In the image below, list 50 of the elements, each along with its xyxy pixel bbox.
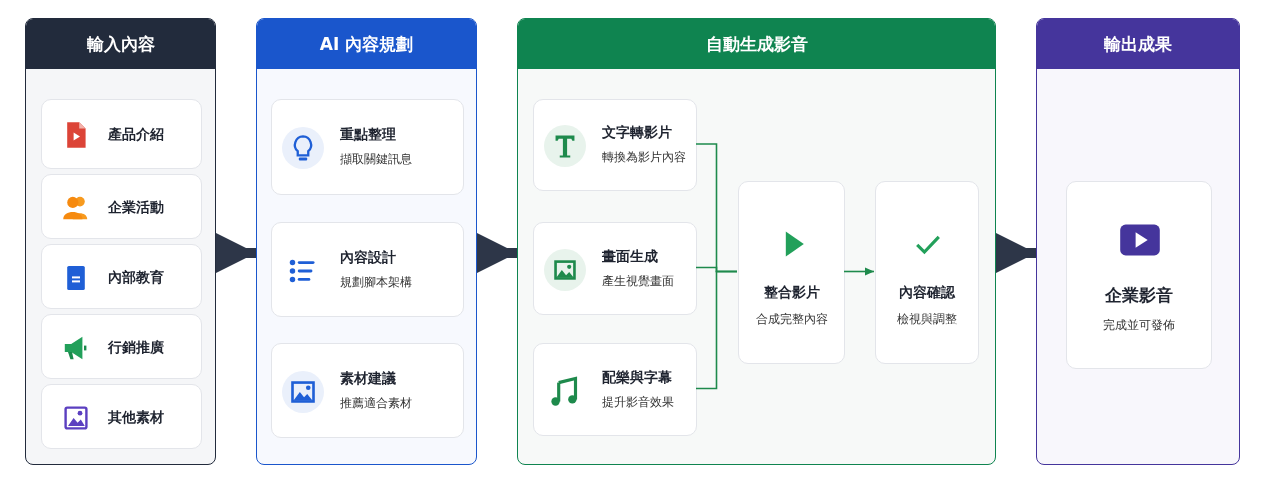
step-card (41, 314, 202, 379)
step-title: 整合影片 (762, 284, 821, 302)
step-title: 重點整理 (340, 126, 396, 144)
panel (517, 18, 996, 465)
block-arrow (477, 233, 517, 273)
step-subtitle: 規劃腳本架構 (340, 274, 412, 290)
panel (25, 18, 216, 465)
step-subtitle: 推薦適合素材 (340, 395, 412, 411)
step-card (41, 384, 202, 449)
step-card (875, 181, 979, 364)
step-subtitle: 擷取關鍵訊息 (340, 152, 412, 167)
item-label: 行銷推廣 (108, 338, 164, 357)
step-card (41, 244, 202, 309)
step-card (271, 343, 464, 438)
step-title: 內容確認 (898, 284, 956, 302)
step-subtitle: 提升影音效果 (602, 394, 674, 410)
step-card (533, 222, 697, 315)
item-label: 產品介紹 (108, 126, 164, 144)
block-arrow (996, 233, 1036, 273)
panel (1036, 18, 1240, 465)
step-title: 畫面生成 (602, 247, 658, 266)
item-label: 企業活動 (108, 198, 164, 217)
step-title: 企業影音 (1104, 284, 1174, 307)
step-title: 內容設計 (340, 248, 396, 267)
connector-line (695, 270, 738, 390)
step-card (41, 99, 202, 169)
panel (256, 18, 477, 465)
step-subtitle: 完成並可發佈 (1102, 318, 1176, 333)
step-card (271, 222, 464, 317)
step-card (1066, 181, 1212, 369)
panel-header: 輸入內容 (26, 19, 215, 69)
panel-header: AI 內容規劃 (257, 19, 476, 69)
panel-header: 輸出成果 (1037, 19, 1239, 69)
step-title: 素材建議 (340, 369, 396, 388)
step-card (271, 99, 464, 195)
step-subtitle: 合成完整內容 (754, 312, 829, 327)
block-arrow (216, 233, 256, 273)
step-subtitle: 轉換為影片內容 (602, 150, 686, 165)
arrow (843, 267, 875, 276)
step-card (738, 181, 845, 364)
step-title: 文字轉影片 (602, 124, 672, 142)
step-title: 配樂與字幕 (602, 368, 672, 387)
step-subtitle: 檢視與調整 (896, 312, 958, 327)
item-label: 內部教育 (108, 268, 164, 287)
step-card (41, 174, 202, 239)
step-card (533, 343, 697, 436)
step-card (533, 99, 697, 191)
item-label: 其他素材 (108, 408, 164, 427)
panel-header: 自動生成影音 (518, 19, 995, 69)
step-subtitle: 產生視覺畫面 (602, 273, 674, 289)
